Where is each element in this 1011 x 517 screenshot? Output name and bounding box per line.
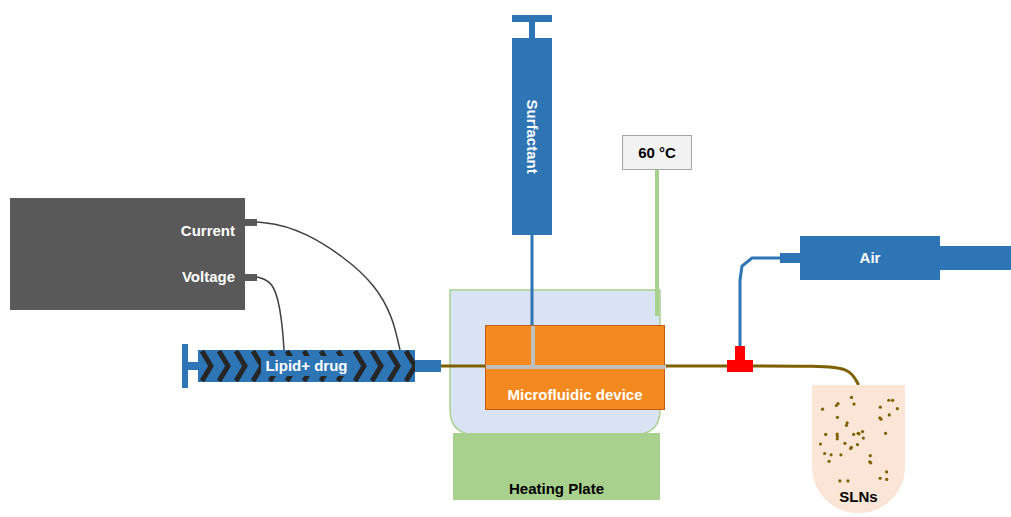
- particle: [839, 453, 842, 456]
- collection-tube: SLNs: [812, 385, 905, 513]
- temperature-box: 60 °C: [622, 135, 692, 170]
- plunger-head: [182, 344, 188, 388]
- particle: [846, 479, 849, 482]
- node-label: SLNs: [839, 488, 877, 505]
- coil-turn: [389, 351, 398, 381]
- lipid-tube: [441, 365, 485, 368]
- particle: [845, 421, 848, 424]
- particle: [896, 407, 899, 410]
- particle: [884, 432, 887, 435]
- syringe-barrel: Surfactant: [512, 38, 552, 235]
- particle: [819, 442, 822, 445]
- microfluidic-chip: Microfluidic device: [485, 325, 665, 410]
- air-line: [740, 258, 780, 350]
- particle: [852, 433, 855, 436]
- power-supply: CurrentVoltage: [10, 198, 245, 310]
- particle: [843, 442, 846, 445]
- particle: [849, 447, 852, 450]
- coil-turn: [219, 351, 228, 381]
- plunger-rod: [188, 362, 198, 370]
- node-label: Surfactant: [523, 99, 540, 173]
- coil-turn: [236, 351, 245, 381]
- particle: [830, 453, 833, 456]
- particle: [868, 460, 871, 463]
- particle: [869, 454, 872, 457]
- node-label: Microfluidic device: [507, 386, 642, 403]
- particle: [827, 460, 830, 463]
- particle: [824, 433, 827, 436]
- particle: [861, 430, 864, 433]
- node-label: Heating Plate: [509, 480, 604, 497]
- particle: [857, 432, 860, 435]
- syringe-nozzle: [415, 360, 441, 372]
- particle: [856, 443, 859, 446]
- node-label: Lipid+ drug: [261, 356, 351, 375]
- terminal: [245, 274, 257, 281]
- node-label: Air: [860, 249, 881, 266]
- particle: [879, 477, 882, 480]
- voltage-wire: [257, 277, 284, 350]
- syringe-nozzle: [780, 253, 800, 263]
- heated-syringe: Lipid+ drug: [198, 350, 415, 382]
- syringe-barrel: Air: [800, 236, 940, 280]
- particle: [821, 408, 824, 411]
- plunger-rod: [940, 246, 1011, 270]
- plunger-head: [512, 15, 552, 22]
- terminal: [245, 219, 257, 226]
- particle: [888, 413, 891, 416]
- thermometer-stem: [655, 170, 659, 316]
- particle: [885, 470, 888, 473]
- particle: [857, 432, 860, 435]
- syringe-barrel-fill: [198, 350, 415, 382]
- surfactant-needle: [531, 235, 534, 325]
- particle: [852, 403, 855, 406]
- node-label: 60 °C: [638, 144, 676, 161]
- coil-turn: [406, 351, 415, 381]
- particle: [836, 416, 839, 419]
- particle: [823, 452, 826, 455]
- particle: [862, 437, 865, 440]
- particle: [838, 479, 841, 482]
- coil-turn: [372, 351, 381, 381]
- plunger-rod: [529, 22, 535, 38]
- t-junction: [735, 346, 745, 362]
- particle: [879, 406, 882, 409]
- coil-turn: [355, 351, 364, 381]
- particle: [878, 416, 881, 419]
- node-label: Current: [181, 222, 235, 239]
- current-wire: [257, 222, 400, 350]
- heating-plate: Heating Plate: [453, 433, 660, 500]
- main-channel: [486, 365, 666, 369]
- particle: [835, 404, 838, 407]
- product-tube: [665, 366, 859, 385]
- coil-turn: [202, 351, 211, 381]
- side-channel: [531, 326, 535, 367]
- node-label: Voltage: [182, 268, 235, 285]
- particle: [885, 478, 888, 481]
- apparatus: [182, 15, 1011, 435]
- particle: [836, 435, 839, 438]
- particle: [887, 399, 890, 402]
- particle: [850, 396, 853, 399]
- particle: [891, 399, 894, 402]
